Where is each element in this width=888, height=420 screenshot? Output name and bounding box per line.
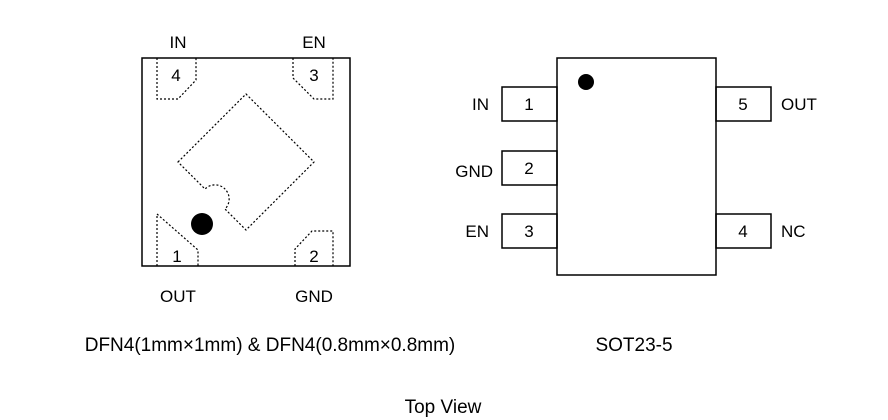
sot23-pin-5-number: 5 <box>738 95 747 114</box>
sot23-5-package: 1 IN 2 GND 3 EN 5 OUT 4 NC SOT23-5 <box>455 57 817 356</box>
sot23-label-in: IN <box>472 95 489 114</box>
sot23-pin-3-number: 3 <box>524 222 533 241</box>
sot23-pin-4 <box>715 213 772 249</box>
dfn4-label-en: EN <box>302 33 326 52</box>
dfn4-pad-4 <box>156 58 197 100</box>
sot23-pin-3 <box>501 213 558 249</box>
top-view-label: Top View <box>405 397 482 418</box>
dfn4-pad-2 <box>294 230 334 266</box>
sot23-pin-2-number: 2 <box>524 159 533 178</box>
dfn4-pin-2-number: 2 <box>309 247 318 266</box>
sot23-pin-5 <box>715 86 772 122</box>
dfn4-body <box>141 57 351 267</box>
sot23-pin-2 <box>501 150 558 186</box>
dfn4-label-gnd: GND <box>295 287 333 306</box>
dfn4-pad-3 <box>292 58 334 100</box>
dfn4-caption: DFN4(1mm×1mm) & DFN4(0.8mm×0.8mm) <box>85 335 456 356</box>
sot23-body <box>556 57 717 276</box>
sot23-pin-1 <box>501 86 558 122</box>
sot23-pin-1-number: 1 <box>524 95 533 114</box>
dfn4-pin-4-number: 4 <box>171 66 180 85</box>
dfn4-pin1-marker <box>191 213 213 235</box>
sot23-pin-4-number: 4 <box>738 222 747 241</box>
dfn4-label-out: OUT <box>160 287 196 306</box>
dfn4-package: 4 3 1 2 IN EN OUT GND DFN4(1mm×1mm) & DF… <box>85 33 456 356</box>
dfn4-label-in: IN <box>170 33 187 52</box>
dfn4-pin-1-number: 1 <box>172 247 181 266</box>
dfn4-center-pad <box>177 93 315 231</box>
sot23-label-out: OUT <box>781 95 817 114</box>
sot23-pin1-marker <box>578 74 594 90</box>
sot23-caption: SOT23-5 <box>595 335 672 356</box>
dfn4-pad-1 <box>156 212 199 266</box>
dfn4-pin-3-number: 3 <box>309 66 318 85</box>
sot23-label-en: EN <box>465 222 489 241</box>
sot23-label-nc: NC <box>781 222 806 241</box>
sot23-label-gnd: GND <box>455 162 493 181</box>
